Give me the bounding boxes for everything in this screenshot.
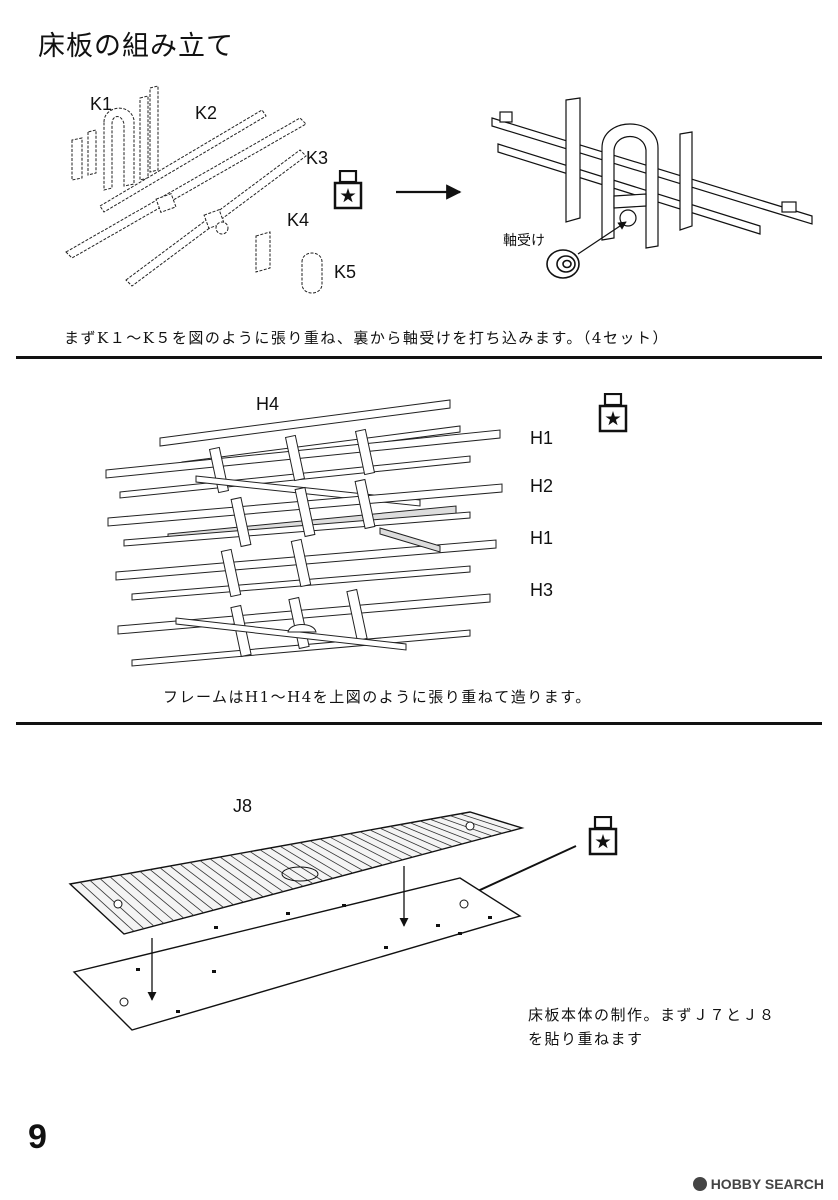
page-number: 9 bbox=[28, 1118, 47, 1156]
part-label-j8: J8 bbox=[233, 796, 253, 816]
plank-line bbox=[319, 838, 373, 869]
part-label-k4: K4 bbox=[287, 210, 310, 230]
plank-line bbox=[359, 831, 413, 858]
plank-line bbox=[119, 874, 175, 922]
section1-caption: まずK１～K５を図のように張り重ね、裏から軸受けを打ち込みます。（4セット） bbox=[64, 329, 669, 347]
plank-line bbox=[229, 854, 284, 892]
assembled-truck-view bbox=[491, 97, 813, 249]
plank-line bbox=[399, 824, 453, 847]
page-title: 床板の組み立て bbox=[38, 31, 234, 62]
plank-line bbox=[349, 833, 403, 861]
section3-note-line2: を貼り重ねます bbox=[528, 1030, 644, 1048]
part-label-k5: K5 bbox=[334, 262, 357, 282]
section3-note-line1: 床板本体の制作。まずＪ７とＪ８ bbox=[528, 1006, 776, 1024]
part-label-k1: K1 bbox=[90, 94, 113, 114]
section2-caption: フレームはH1～H4を上図のように張り重ねて造ります。 bbox=[163, 688, 592, 706]
plank-line bbox=[449, 815, 503, 834]
bearing-part-icon bbox=[546, 249, 580, 279]
bearing-callout-arrow bbox=[577, 221, 627, 255]
plank-line bbox=[419, 820, 473, 842]
plank-line bbox=[99, 878, 155, 927]
part-label-k2: K2 bbox=[195, 103, 218, 123]
plank-line bbox=[459, 813, 513, 832]
layer-label-h3: H3 bbox=[530, 580, 554, 600]
plank-line bbox=[179, 863, 234, 906]
plank-line bbox=[379, 827, 433, 853]
watermark-text: HOBBY SEARCH bbox=[710, 1176, 824, 1192]
plank-line bbox=[289, 844, 344, 877]
plank-line bbox=[79, 881, 135, 932]
plank-line bbox=[209, 858, 264, 898]
part-label-k3: K3 bbox=[306, 148, 329, 168]
plank-line bbox=[239, 853, 294, 890]
plank-line bbox=[369, 829, 423, 855]
plank-line bbox=[169, 865, 224, 908]
glue-symbol-icon bbox=[588, 816, 618, 856]
plank-line bbox=[339, 835, 393, 863]
section-divider bbox=[16, 722, 822, 725]
plank-line bbox=[159, 867, 214, 911]
plank-line bbox=[409, 822, 463, 845]
plank-line bbox=[429, 818, 483, 839]
plank-line bbox=[309, 840, 363, 871]
frame-layers-exploded-view bbox=[105, 399, 503, 667]
plank-line bbox=[129, 872, 184, 919]
section-divider bbox=[16, 356, 822, 359]
plank-line bbox=[199, 860, 254, 900]
layer-label-h2: H2 bbox=[530, 476, 554, 496]
plank-line bbox=[109, 876, 165, 924]
glue-symbol-icon bbox=[333, 170, 363, 210]
plank-line bbox=[139, 871, 194, 916]
k-parts-exploded-view bbox=[65, 85, 323, 294]
part-label-h4: H4 bbox=[256, 394, 280, 414]
watermark: HOBBY SEARCH bbox=[692, 1176, 824, 1192]
watermark-logo-icon bbox=[692, 1177, 707, 1191]
plank-line bbox=[219, 856, 274, 895]
floor-plate-j8 bbox=[68, 811, 525, 935]
layer-label-h1-top: H1 bbox=[530, 428, 554, 448]
plank-line bbox=[189, 862, 244, 903]
plank-line bbox=[279, 845, 334, 879]
layer-label-h1-bottom: H1 bbox=[530, 528, 554, 548]
bearing-callout-label: 軸受け bbox=[503, 233, 545, 249]
floor-plate-j7 bbox=[72, 877, 522, 1031]
plank-line bbox=[299, 842, 354, 874]
glue-symbol-icon bbox=[598, 393, 628, 433]
plank-line bbox=[329, 836, 383, 866]
plank-line bbox=[149, 869, 204, 914]
plank-line bbox=[259, 849, 314, 884]
plank-line bbox=[389, 826, 443, 850]
plank-line bbox=[269, 847, 324, 882]
